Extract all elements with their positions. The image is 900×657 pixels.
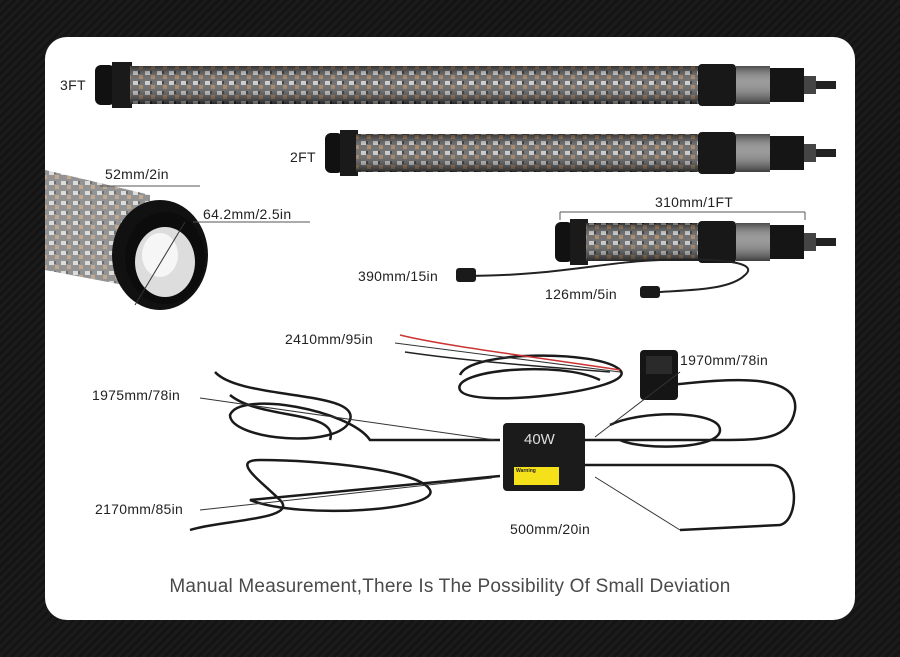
rocker-switch [640, 350, 678, 400]
lens-closeup [45, 170, 310, 310]
label-pigtail-cable: 126mm/5in [545, 286, 617, 302]
led-tube-3ft [95, 62, 836, 108]
controller-warning-label: Warning [516, 468, 536, 474]
label-remote-cable: 500mm/20in [510, 521, 591, 537]
led-tube-2ft [325, 130, 836, 176]
label-2ft: 2FT [290, 149, 316, 165]
label-battery-cable: 2410mm/95in [285, 331, 374, 347]
label-left-output-cable: 1975mm/78in [92, 387, 181, 403]
measurement-arrows [199, 342, 681, 531]
measurement-disclaimer: Manual Measurement,There Is The Possibil… [169, 576, 731, 597]
label-3ft: 3FT [60, 77, 86, 93]
controller-box [503, 423, 585, 491]
label-head-diameter: 64.2mm/2.5in [203, 206, 292, 222]
label-tube-diameter: 52mm/2in [105, 166, 169, 182]
led-tube-1ft [456, 211, 836, 298]
label-switch-cable: 1970mm/78in [680, 352, 769, 368]
label-1ft: 310mm/1FT [655, 194, 734, 210]
wiring-harness [189, 334, 797, 532]
label-lead-cable: 390mm/15in [358, 268, 439, 284]
controller-wattage: 40W [524, 431, 555, 448]
label-bottom-output-cable: 2170mm/85in [95, 501, 184, 517]
